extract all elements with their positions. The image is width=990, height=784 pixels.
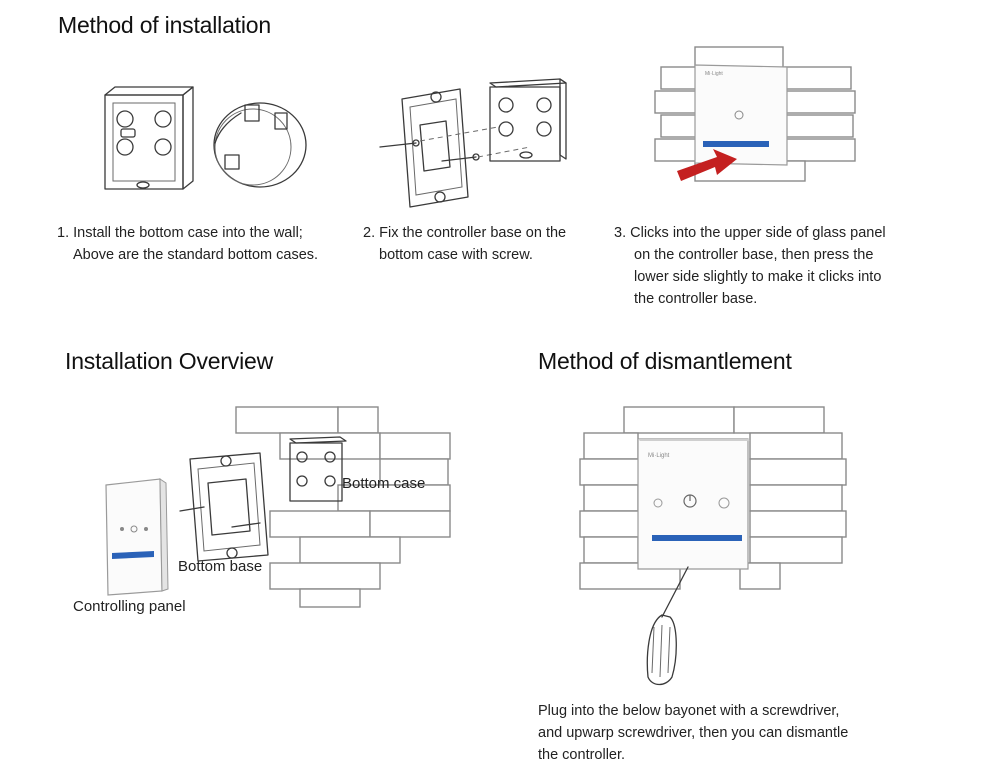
step-3-line-4: the controller base.: [634, 291, 758, 307]
label-bottom-case: Bottom case: [342, 475, 426, 492]
heading-overview: Installation Overview: [65, 348, 273, 374]
step-2-caption: 2. Fix the controller base on the bottom…: [363, 222, 566, 266]
dismantle-line-3: the controller.: [538, 747, 626, 763]
label-controlling-panel: Controlling panel: [73, 598, 186, 615]
step-3-line-2: on the controller base, then press the: [634, 247, 874, 263]
step-1-line-2: Above are the standard bottom cases.: [73, 247, 319, 263]
step-1-line-1: 1. Install the bottom case into the wall…: [57, 225, 303, 241]
dismantle-caption: Plug into the below bayonet with a screw…: [538, 700, 848, 766]
step-2-line-1: 2. Fix the controller base on the: [363, 225, 567, 241]
panel-clip-illustration: Mi·Light: [654, 46, 856, 182]
panel-brand-large: Mi·Light: [648, 453, 670, 459]
press-arrow-icon: [677, 149, 737, 181]
step-2-line-2: bottom case with screw.: [379, 247, 533, 263]
controller-base-illustration: [379, 78, 567, 208]
dismantle-line-1: Plug into the below bayonet with a screw…: [538, 703, 840, 719]
step-1-caption: 1. Install the bottom case into the wall…: [57, 222, 318, 266]
dismantle-illustration: Mi·Light: [579, 406, 847, 686]
step-3-line-1: 3. Clicks into the upper side of glass p…: [614, 225, 886, 241]
panel-brand-small: Mi·Light: [705, 71, 723, 77]
heading-installation: Method of installation: [58, 12, 271, 38]
installation-overview-illustration: [105, 406, 451, 608]
step-3-line-3: lower side slightly to make it clicks in…: [634, 269, 882, 285]
heading-dismantle: Method of dismantlement: [538, 348, 792, 374]
label-bottom-base: Bottom base: [178, 558, 263, 575]
step-3-caption: 3. Clicks into the upper side of glass p…: [614, 222, 886, 310]
bottom-case-illustration: [104, 86, 307, 190]
dismantle-line-2: and upwarp screwdriver, then you can dis…: [538, 725, 849, 741]
